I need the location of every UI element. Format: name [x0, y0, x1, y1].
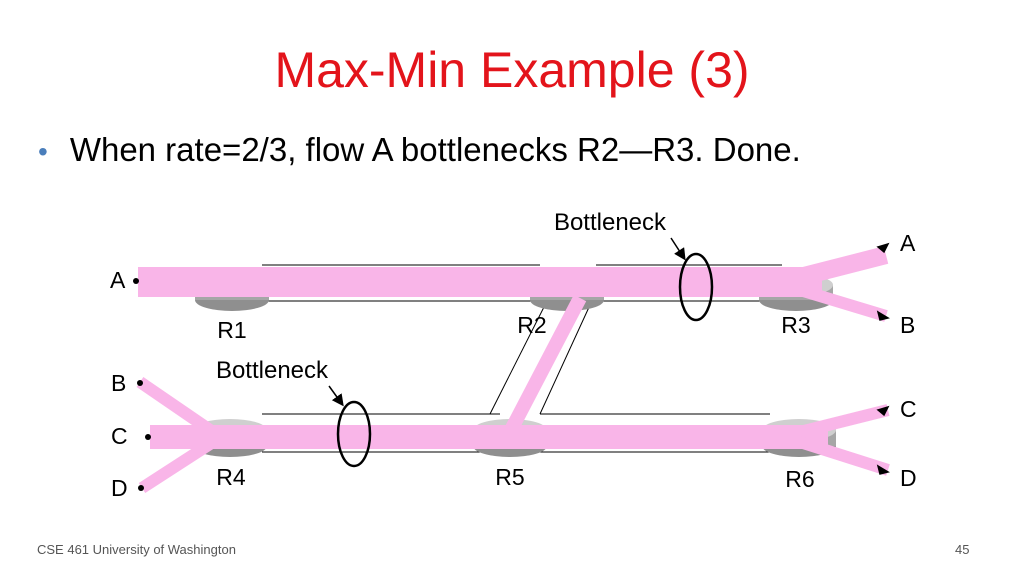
endpoint-label-left-a: A: [110, 267, 126, 293]
endpoint-label-right-b: B: [900, 312, 915, 338]
endpoint-label-left-c: C: [111, 423, 128, 449]
endpoint-label-right-d: D: [900, 465, 917, 491]
bottleneck-circle-bottom: [336, 400, 372, 468]
endpoint-dots: [133, 278, 151, 491]
link-r2-r5: [489, 304, 591, 415]
slide-title: Max-Min Example (3): [274, 42, 750, 98]
router-label-r4: R4: [216, 464, 246, 490]
router-label-r6: R6: [785, 466, 814, 492]
router-label-r1: R1: [217, 317, 246, 343]
links-bottom: [262, 413, 770, 453]
flow-b-in: [136, 377, 214, 435]
router-label-r5: R5: [495, 464, 524, 490]
bullet-item: • When rate=2/3, flow A bottlenecks R2—R3…: [38, 128, 801, 174]
endpoint-label-left-d: D: [111, 475, 128, 501]
flow-a-out: [797, 246, 889, 286]
bullet-dot-icon: •: [38, 136, 48, 167]
footer-text: CSE 461 University of Washington: [37, 542, 236, 557]
endpoint-label-right-a: A: [900, 230, 916, 256]
endpoint-arrows: [876, 242, 890, 475]
bottleneck-label-bottom: Bottleneck: [216, 357, 329, 384]
page-number: 45: [955, 542, 970, 557]
flows: [136, 246, 890, 494]
router-label-r2: R2: [517, 312, 546, 338]
bottleneck-label-top: Bottleneck: [554, 209, 667, 236]
flow-d-in: [138, 438, 214, 494]
bottleneck-circle-top: [678, 252, 714, 322]
flow-c-out: [798, 404, 890, 438]
flow-b-out: [798, 284, 888, 322]
bottleneck-arrow-top: [670, 237, 686, 261]
flow-b-diagonal: [503, 294, 587, 436]
endpoint-label-right-c: C: [900, 396, 917, 422]
links-top: [262, 264, 782, 302]
bullet-text: When rate=2/3, flow A bottlenecks R2—R3.…: [69, 131, 801, 168]
router-label-r3: R3: [781, 312, 810, 338]
flow-d-out: [798, 436, 890, 476]
endpoint-label-left-b: B: [111, 370, 126, 396]
bottleneck-arrow-bottom: [328, 385, 344, 407]
